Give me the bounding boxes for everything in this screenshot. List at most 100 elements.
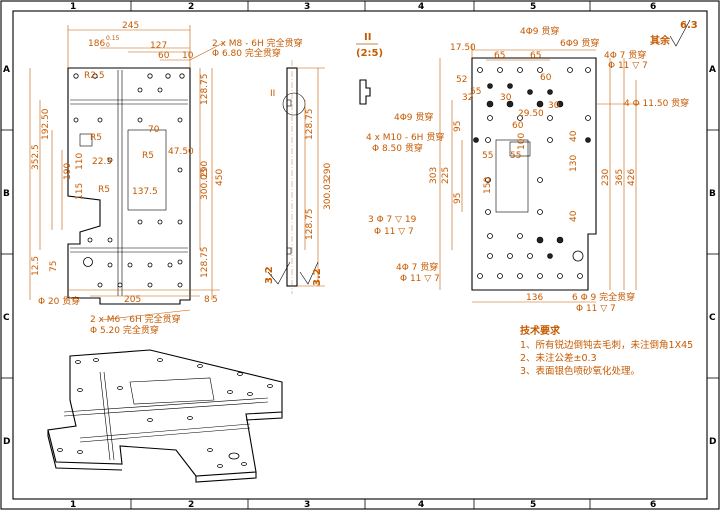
rear-dim-55: 55 xyxy=(470,87,481,97)
zone-col-2-bottom: 2 xyxy=(188,500,194,510)
front-dim-290: 290 xyxy=(200,161,210,178)
isometric-view xyxy=(47,349,283,483)
side-dim-290: 290 xyxy=(323,163,333,180)
zone-col-2: 2 xyxy=(188,2,194,12)
front-thread-note-5-20: Φ 5.20 完全贯穿 xyxy=(90,324,159,336)
side-dim-128-75-a: 128.75 xyxy=(305,109,315,141)
front-dim-127: 127 xyxy=(150,41,167,51)
zone-col-4-bottom: 4 xyxy=(418,500,424,510)
side-view-outline xyxy=(286,67,298,287)
zone-col-6: 6 xyxy=(650,2,656,12)
front-dim-r5-c: R5 xyxy=(98,185,110,195)
side-dim-300-03: 300.03 xyxy=(323,179,333,211)
front-tol-lower: 0 xyxy=(106,42,110,49)
rear-hole-note-6-9c: 6 Φ 9 完全贯穿 xyxy=(572,291,635,303)
iso-window xyxy=(129,377,215,405)
rear-hole-note-4-9: 4Φ9 贯穿 xyxy=(520,25,559,37)
front-dim-75: 75 xyxy=(49,261,59,272)
detail-circle xyxy=(282,92,306,116)
zone-row-c: C xyxy=(3,313,10,323)
zone-col-1: 1 xyxy=(70,2,76,12)
rear-dim-303: 303 xyxy=(429,167,439,184)
front-dim-12-5: 12.5 xyxy=(31,256,41,276)
rear-dim-225: 225 xyxy=(441,167,451,184)
tech-req-item-1: 1、所有锐边倒钝去毛刺，未注倒角1X45 xyxy=(520,339,693,351)
rear-dim-40-b: 40 xyxy=(569,210,579,222)
front-dim-r2-5: R2.5 xyxy=(84,71,105,81)
rear-dim-17-50: 17.50 xyxy=(450,43,476,53)
rear-hole-note-4-9b: 4Φ9 贯穿 xyxy=(394,111,433,123)
side-roughness-a: 3.2 xyxy=(264,266,275,284)
zone-col-4: 4 xyxy=(418,2,424,12)
iso-top-outline xyxy=(47,349,283,477)
rear-hole-note-11-7: Φ 11 ▽ 7 xyxy=(608,61,648,71)
front-view: 245 186 0.15 0 127 60 10 2 x M8 - 6H 完全贯… xyxy=(29,21,303,336)
detail-label: II xyxy=(364,32,371,43)
front-dim-245: 245 xyxy=(122,21,139,31)
side-view: II 300.03 290 128.75 128.75 3.2 3.2 xyxy=(264,60,333,294)
rear-dim-55-a: 55 xyxy=(482,151,493,161)
front-dim-186: 186 xyxy=(88,39,105,49)
front-dim-137-5: 137.5 xyxy=(132,187,158,197)
zone-row-c-right: C xyxy=(709,313,716,323)
rear-view: 17.50 65 65 52 55 32 4Φ9 贯穿 6Φ9 贯穿 4Φ 7 … xyxy=(366,25,689,314)
front-dim-205: 205 xyxy=(124,295,141,305)
zone-col-5-bottom: 5 xyxy=(530,500,536,510)
rear-hole-note-4-7: 4Φ 7 贯穿 xyxy=(604,49,646,61)
front-view-outline xyxy=(67,67,191,305)
rear-dim-65-b: 65 xyxy=(530,51,541,61)
front-window xyxy=(127,129,167,211)
front-dim-47-50: 47.50 xyxy=(168,147,194,157)
rear-dim-40-a: 40 xyxy=(569,130,579,142)
zone-row-a-right: A xyxy=(709,65,716,75)
rear-hole-note-6-9: 6Φ9 贯穿 xyxy=(560,37,599,49)
front-dim-60: 60 xyxy=(158,51,170,61)
surface-finish-symbol-a xyxy=(267,261,291,285)
roughness-mark: 6.3 其余 xyxy=(650,19,698,47)
rear-dim-60-a: 60 xyxy=(540,73,552,83)
zone-col-1-bottom: 1 xyxy=(70,500,76,510)
zone-col-3: 3 xyxy=(304,2,310,12)
inner-frame xyxy=(12,10,708,500)
zone-row-a: A xyxy=(3,65,10,75)
front-tol-upper: 0.15 xyxy=(106,35,120,42)
roughness-label: 其余 xyxy=(650,34,671,47)
rear-dim-130: 130 xyxy=(569,155,579,172)
front-thread-note-m8: 2 x M8 - 6H 完全贯穿 xyxy=(212,37,303,49)
rear-dim-365: 365 xyxy=(615,169,625,186)
front-dim-70: 70 xyxy=(148,125,160,135)
rear-thread-note-m10: 4 x M10 - 6H 贯穿 xyxy=(366,131,444,143)
front-dim-r5-a: R5 xyxy=(90,133,102,143)
front-dim-450: 450 xyxy=(215,169,225,186)
zone-row-d: D xyxy=(3,437,10,447)
rear-dim-55-b: 55 xyxy=(510,151,521,161)
rear-dim-30-b: 30 xyxy=(548,101,560,111)
side-roughness-b: 3.2 xyxy=(312,268,323,286)
front-dim-115: 115 xyxy=(75,183,85,200)
rear-dim-60-b: 60 xyxy=(512,121,524,131)
tech-requirements: 技术要求 1、所有锐边倒钝去毛刺，未注倒角1X45 2、未注公差±0.3 3、表… xyxy=(520,324,693,377)
rear-dim-95-b: 95 xyxy=(453,193,463,204)
roughness-value: 6.3 xyxy=(680,20,698,31)
rear-dim-65-a: 65 xyxy=(494,51,505,61)
front-dim-192-50: 192.50 xyxy=(41,108,51,140)
front-thread-note-m6: 2 x M6 - 6H 完全贯穿 xyxy=(90,313,181,325)
rear-hole-note-11-7c: Φ 11 ▽ 7 xyxy=(576,304,616,314)
detail-profile xyxy=(359,79,371,105)
front-dim-110: 110 xyxy=(75,153,85,170)
rear-hole-note-4-7d: Φ 11 ▽ 7 xyxy=(400,274,440,284)
rear-dim-32: 32 xyxy=(462,93,473,103)
tech-req-item-3: 3、表面银色喷砂氧化处理。 xyxy=(520,365,640,377)
rear-hole-note-3-7: 3 Φ 7 ▽ 19 xyxy=(368,215,417,225)
rear-dim-95-a: 95 xyxy=(453,121,463,132)
front-holes xyxy=(73,73,185,288)
rear-dim-29-50: 29.50 xyxy=(518,109,544,119)
front-dim-10: 10 xyxy=(182,51,194,61)
zone-row-b-right: B xyxy=(709,189,716,199)
front-dim-128-75-a: 128.75 xyxy=(200,74,210,106)
front-dim-190: 190 xyxy=(63,163,73,180)
